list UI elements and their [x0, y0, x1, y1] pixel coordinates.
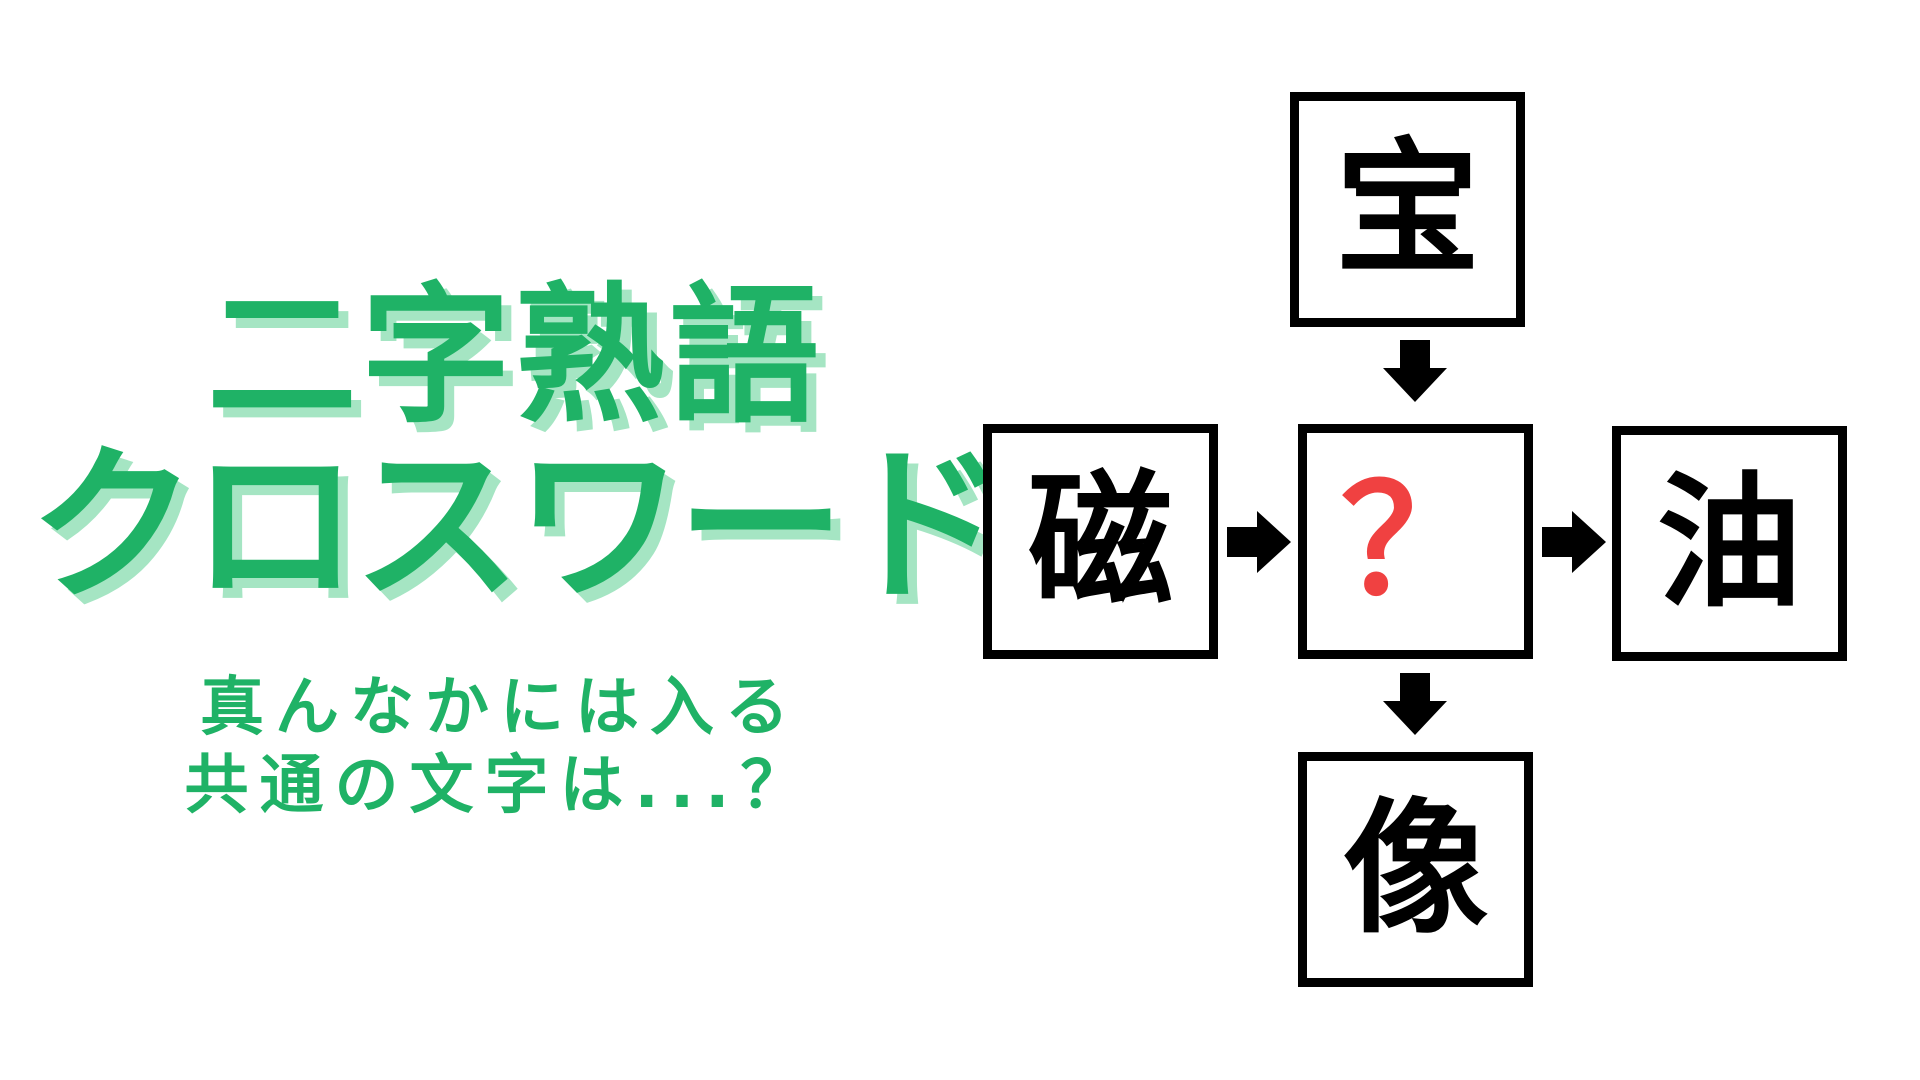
subtitle-line-1: 真んなかには入る — [200, 671, 800, 745]
kanji-ji: 磁 — [1028, 457, 1173, 626]
puzzle-cell-center-answer: ？ — [1298, 424, 1533, 659]
puzzle-cell-top: 宝 — [1290, 92, 1525, 327]
title-line-1: 二字熟語 — [206, 270, 823, 444]
arrow-down-icon — [1383, 673, 1447, 735]
title-line-2: クロスワード — [29, 428, 1007, 624]
kanji-zou: 像 — [1343, 785, 1488, 954]
arrow-down-icon — [1383, 340, 1447, 402]
question-mark: ？ — [1340, 454, 1491, 629]
kanji-takara: 宝 — [1335, 125, 1480, 294]
puzzle-cell-bottom: 像 — [1298, 752, 1533, 987]
subtitle-line-2: 共通の文字は...？ — [184, 749, 816, 823]
arrow-right-icon — [1227, 511, 1291, 573]
kanji-abura: 油 — [1657, 459, 1802, 628]
puzzle-cell-right: 油 — [1612, 426, 1847, 661]
arrow-right-icon — [1542, 511, 1606, 573]
puzzle-cell-left: 磁 — [983, 424, 1218, 659]
